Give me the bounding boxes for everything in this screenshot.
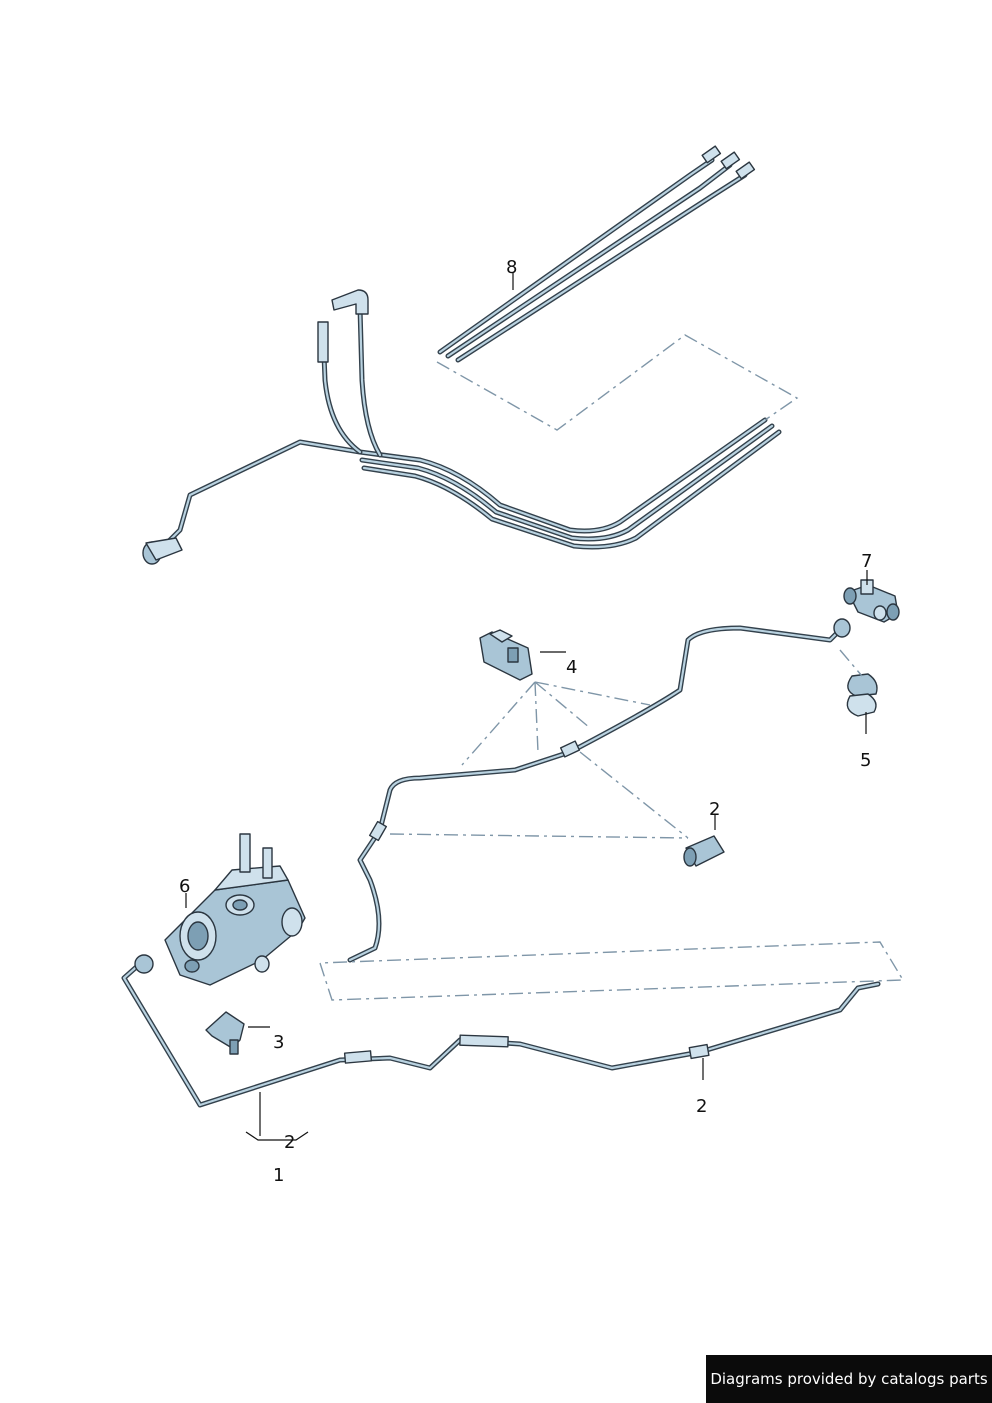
callout-2-lower: 2 bbox=[696, 1096, 707, 1117]
pressure-regulator-6[interactable] bbox=[164, 833, 306, 986]
brake-line-1[interactable] bbox=[121, 954, 881, 1108]
callout-4: 4 bbox=[566, 657, 577, 678]
callout-7: 7 bbox=[861, 551, 872, 572]
credit-banner: Diagrams provided by catalogs parts bbox=[706, 1355, 992, 1403]
credit-text: Diagrams provided by catalogs parts bbox=[710, 1370, 988, 1388]
leader-lines bbox=[185, 272, 868, 1141]
callout-2-sleeve: 2 bbox=[709, 799, 720, 820]
callout-1: 1 bbox=[273, 1165, 284, 1186]
callout-5: 5 bbox=[860, 750, 871, 771]
break-indicator-lower bbox=[319, 941, 905, 1001]
clip-5[interactable] bbox=[846, 673, 878, 717]
brake-line-middle[interactable] bbox=[347, 618, 851, 963]
sleeve-2-middle[interactable] bbox=[683, 835, 725, 867]
reference-lines-middle bbox=[389, 649, 863, 839]
brake-line-bundle-8[interactable] bbox=[142, 145, 782, 565]
callout-6: 6 bbox=[179, 876, 190, 897]
callout-3: 3 bbox=[273, 1032, 284, 1053]
bracket-3[interactable] bbox=[205, 1011, 245, 1055]
holder-4[interactable] bbox=[479, 629, 533, 681]
t-piece-7[interactable] bbox=[843, 579, 900, 623]
break-indicator-upper bbox=[436, 334, 799, 431]
callout-2-bracket: 2 bbox=[284, 1132, 295, 1153]
callout-8: 8 bbox=[506, 257, 517, 278]
